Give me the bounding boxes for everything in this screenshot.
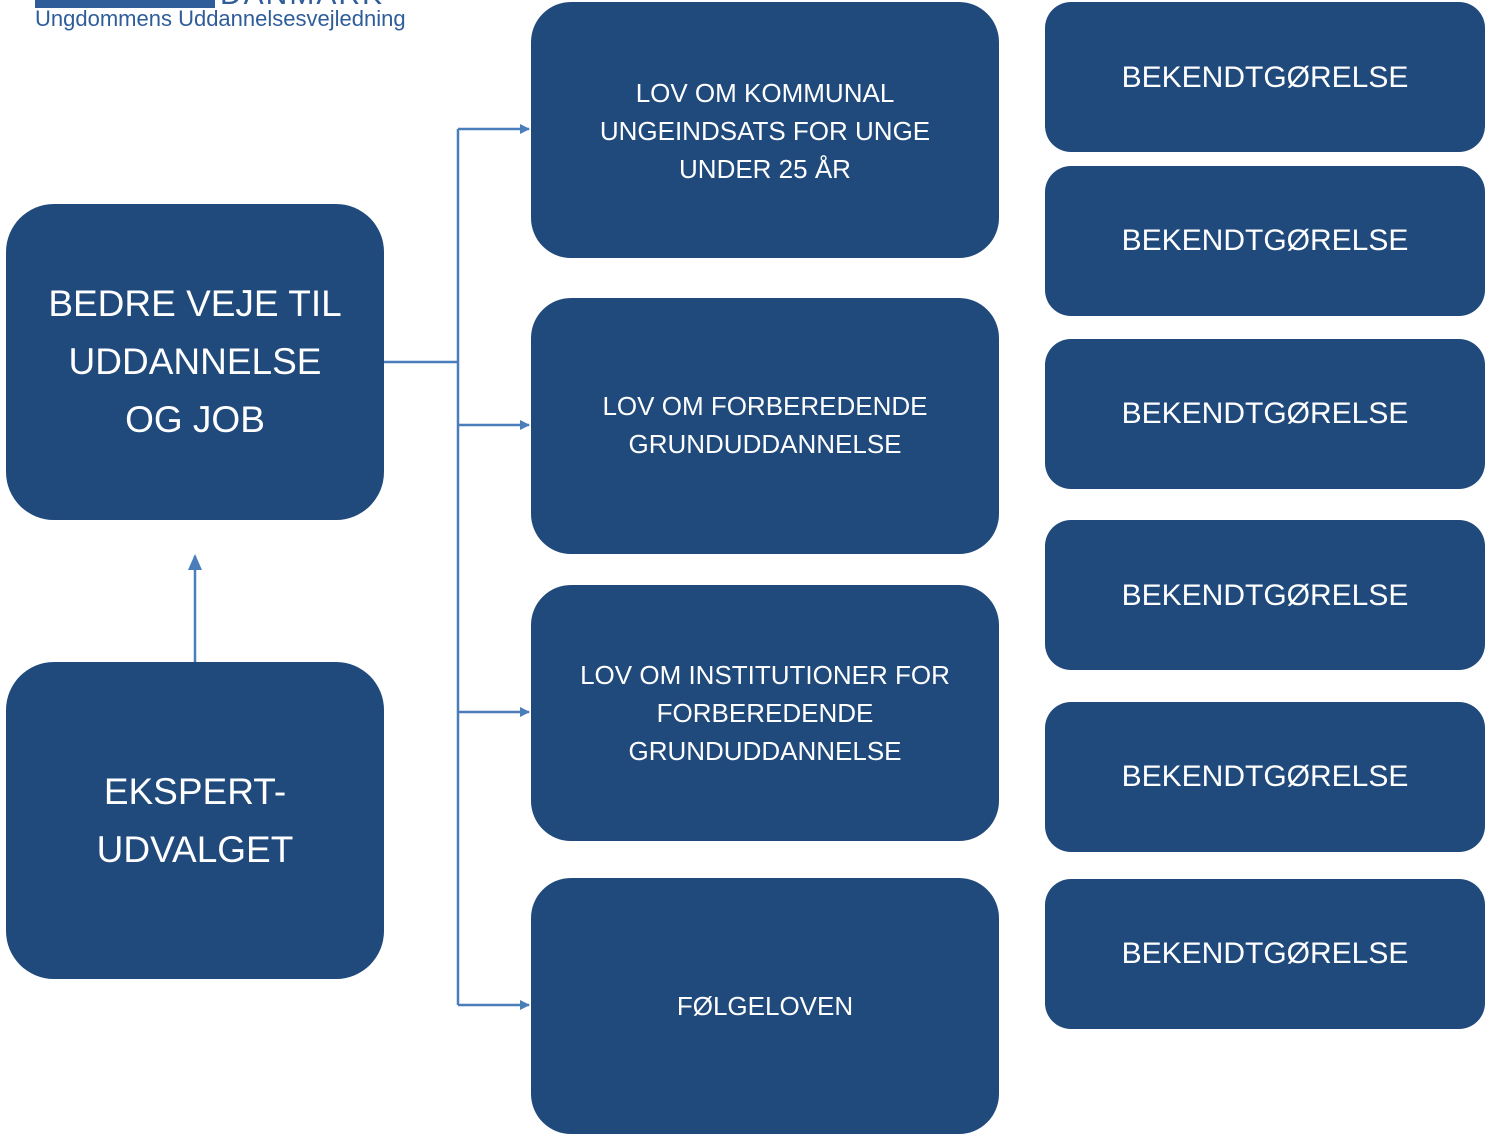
- decree-box-5: BEKENDTGØRELSE: [1045, 702, 1485, 852]
- decree-box-3: BEKENDTGØRELSE: [1045, 339, 1485, 489]
- logo-subtitle: Ungdommens Uddannelsesvejledning: [35, 6, 406, 31]
- expert-to-main-arrowhead: [188, 554, 202, 570]
- logo-wordmark: DANMARK: [220, 0, 384, 12]
- logo-band: [35, 0, 215, 8]
- decree-box-label: BEKENDTGØRELSE: [1121, 397, 1409, 430]
- main-box-bedre-veje: BEDRE VEJE TIL UDDANNELSE OG JOB: [6, 204, 384, 520]
- logo: DANMARK Ungdommens Uddannelsesvejledning: [0, 0, 520, 40]
- decree-box-6: BEKENDTGØRELSE: [1045, 879, 1485, 1029]
- decree-box-label: BEKENDTGØRELSE: [1121, 579, 1409, 612]
- law-box-3: LOV OM INSTITUTIONER FOR FORBEREDENDE GR…: [531, 585, 999, 841]
- decree-box-4: BEKENDTGØRELSE: [1045, 520, 1485, 670]
- law-box-1: LOV OM KOMMUNAL UNGEINDSATS FOR UNGE UND…: [531, 2, 999, 258]
- law-box-4: FØLGELOVEN: [531, 878, 999, 1134]
- main-box-label: BEDRE VEJE TIL UDDANNELSE OG JOB: [48, 283, 342, 440]
- expert-group-box: EKSPERT- UDVALGET: [6, 662, 384, 979]
- decree-box-label: BEKENDTGØRELSE: [1121, 61, 1409, 94]
- expert-group-label: EKSPERT- UDVALGET: [96, 770, 294, 870]
- decree-box-1: BEKENDTGØRELSE: [1045, 2, 1485, 152]
- law-box-label: FØLGELOVEN: [676, 991, 854, 1021]
- decree-box-label: BEKENDTGØRELSE: [1121, 760, 1409, 793]
- decree-box-label: BEKENDTGØRELSE: [1121, 224, 1409, 257]
- decree-box-2: BEKENDTGØRELSE: [1045, 166, 1485, 316]
- law-box-label: LOV OM KOMMUNAL UNGEINDSATS FOR UNGE UND…: [599, 78, 931, 184]
- law-box-2: LOV OM FORBEREDENDE GRUNDUDDANNELSE: [531, 298, 999, 554]
- law-box-label: LOV OM INSTITUTIONER FOR FORBEREDENDE GR…: [580, 660, 950, 766]
- law-box-label: LOV OM FORBEREDENDE GRUNDUDDANNELSE: [602, 391, 928, 459]
- decree-box-label: BEKENDTGØRELSE: [1121, 937, 1409, 970]
